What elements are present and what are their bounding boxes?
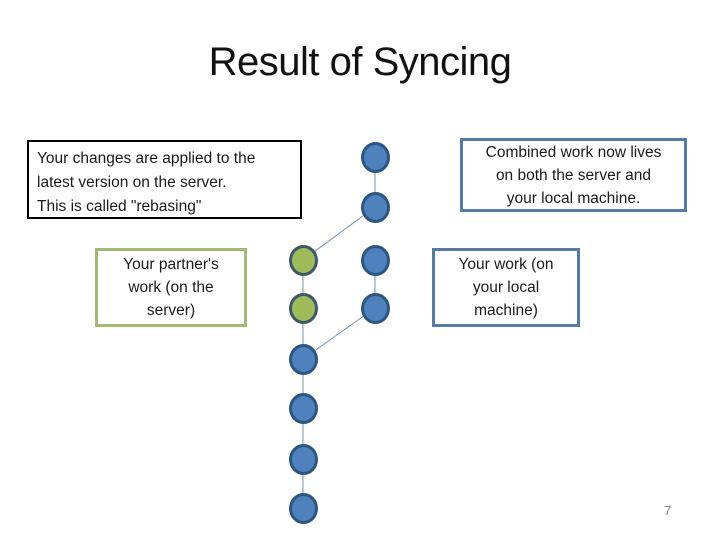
commit-node-c4 [360, 292, 390, 324]
commit-node-g2 [288, 292, 318, 324]
commit-node-c2 [360, 191, 390, 223]
commit-node-c1 [360, 141, 390, 173]
your-work-line-2: your local [472, 279, 540, 296]
combined-work-line-2: on both the server and [495, 166, 652, 184]
combined-work-line-3: your local machine. [506, 189, 641, 207]
partner-work-note-box: Your partner's work (on the server) [95, 248, 247, 327]
your-work-note-box: Your work (on your local machine) [432, 248, 580, 327]
rebase-note-line-1: Your changes are applied to the [37, 150, 256, 167]
partner-work-line-1: Your partner's [123, 256, 219, 273]
slide-title: Result of Syncing [208, 40, 512, 84]
commit-node-c5 [288, 343, 318, 375]
combined-work-note-box: Combined work now lives on both the serv… [460, 138, 687, 212]
page-number: 7 [664, 503, 672, 518]
commit-node-c6 [288, 392, 318, 424]
rebase-note-line-2: latest version on the server. [37, 174, 227, 191]
combined-work-line-1: Combined work now lives [485, 143, 662, 161]
commit-node-c8 [288, 492, 318, 524]
commit-node-c3 [360, 244, 390, 276]
partner-work-line-3: server) [146, 302, 196, 319]
rebase-note-line-3: This is called "rebasing" [37, 198, 202, 215]
rebase-note-box: Your changes are applied to the latest v… [27, 140, 302, 219]
commit-node-c7 [288, 443, 318, 475]
your-work-line-3: machine) [474, 302, 538, 319]
commit-node-g1 [288, 244, 318, 276]
your-work-line-1: Your work (on [458, 256, 554, 273]
partner-work-line-2: work (on the [128, 279, 214, 296]
